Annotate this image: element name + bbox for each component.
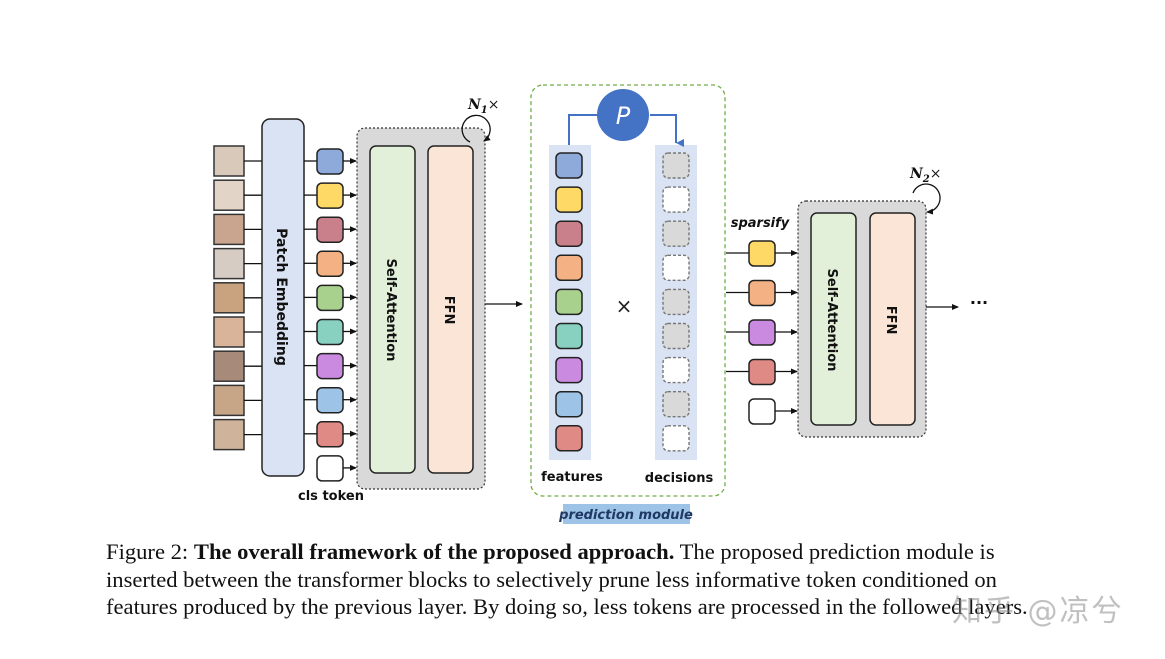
feature-token <box>555 152 583 179</box>
image-patch <box>213 145 245 177</box>
ffn-2 <box>869 212 916 426</box>
image-patch <box>213 384 245 417</box>
predictor-input-line <box>568 114 598 145</box>
feature-token <box>555 254 583 282</box>
ffn-1 <box>427 145 474 474</box>
image-patch <box>213 213 245 246</box>
repeat-label-2: N2× <box>909 166 942 185</box>
cls-token-sparse <box>748 398 776 425</box>
feature-token <box>555 288 583 316</box>
caption-line-1: Figure 2: The overall framework of the p… <box>106 538 1106 566</box>
sparse-token <box>748 319 776 346</box>
decision-token-keep <box>662 425 690 452</box>
image-patch <box>213 282 245 314</box>
decision-tokens <box>662 152 690 452</box>
repeat-label-1: N1× <box>467 97 500 116</box>
features-label: features <box>541 470 603 485</box>
feature-token <box>555 356 583 384</box>
image-patch <box>213 179 245 211</box>
sparse-token <box>748 279 776 307</box>
cls-token-label: cls token <box>298 489 364 504</box>
caption-prefix: Figure 2: <box>106 539 194 564</box>
decision-token-drop <box>662 220 690 247</box>
self-attention-2-label: Self-Attention <box>824 269 839 372</box>
predictor-circle <box>597 89 649 141</box>
caption-line-3: features produced by the previous layer.… <box>106 594 1028 619</box>
sparse-tokens <box>726 240 798 425</box>
decision-token-drop <box>662 152 690 179</box>
feature-token <box>555 322 583 350</box>
prediction-module-label: prediction module <box>558 508 693 523</box>
feature-token <box>555 220 583 247</box>
feature-token <box>555 186 583 213</box>
framework-diagram: Patch Embedding cls token Self-Attention… <box>213 84 988 524</box>
input-token <box>316 182 344 209</box>
sparsify-label: sparsify <box>731 216 790 231</box>
self-attention-1 <box>369 145 416 474</box>
caption-line-1-rest: The proposed prediction module is <box>674 539 995 564</box>
feature-token <box>555 390 583 418</box>
input-token <box>316 250 344 278</box>
patch-embedding-label: Patch Embedding <box>273 228 289 366</box>
predictor-label: P <box>616 102 631 130</box>
decision-token-keep <box>662 254 690 282</box>
ffn-2-label: FFN <box>883 306 898 335</box>
sparse-token <box>748 358 776 386</box>
prediction-module-label-bg <box>563 504 690 524</box>
decision-token-drop <box>662 391 690 418</box>
feature-token <box>555 425 583 452</box>
repeat-loop-1-icon <box>461 114 491 143</box>
multiply-symbol: × <box>616 294 633 318</box>
watermark: 知乎 @凉兮 <box>952 594 1124 629</box>
input-token <box>316 386 344 414</box>
caption-line-2: inserted between the transformer blocks … <box>106 566 997 592</box>
image-patch <box>213 350 245 382</box>
cls-token <box>316 455 344 482</box>
image-patches <box>213 145 262 451</box>
decisions-label: decisions <box>645 471 714 486</box>
figure-caption: Figure 2: The overall framework of the p… <box>106 538 1106 621</box>
feature-tokens <box>555 152 583 452</box>
self-attention-2 <box>810 212 857 426</box>
continuation-ellipsis: ··· <box>970 293 988 312</box>
self-attention-1-label: Self-Attention <box>383 259 398 362</box>
input-token <box>316 421 344 448</box>
decision-token-keep <box>662 186 690 213</box>
input-token <box>316 352 344 380</box>
predictor-output-arrow <box>650 114 684 147</box>
caption-title: The overall framework of the proposed ap… <box>193 539 675 564</box>
image-patch <box>213 316 245 348</box>
input-token <box>316 318 344 346</box>
decision-token-keep <box>662 356 690 384</box>
image-patch <box>213 418 245 451</box>
input-token <box>316 216 344 243</box>
image-patch <box>213 247 245 280</box>
ffn-1-label: FFN <box>441 296 456 325</box>
sparse-token <box>748 240 776 267</box>
decision-token-drop <box>662 288 690 316</box>
repeat-loop-2-icon <box>912 183 941 215</box>
input-token <box>316 148 344 175</box>
decision-token-drop <box>662 322 690 350</box>
input-token <box>316 284 344 312</box>
input-tokens <box>304 148 357 482</box>
